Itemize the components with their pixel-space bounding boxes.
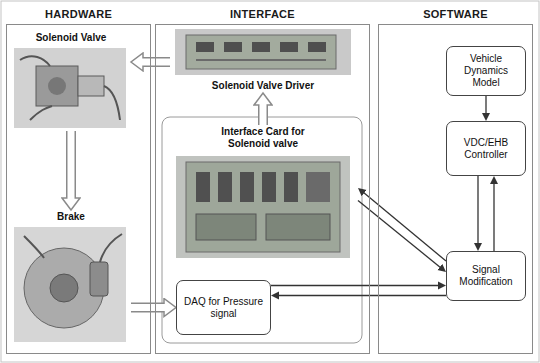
driver-photo	[175, 29, 351, 75]
connector-arrow	[364, 193, 446, 261]
node-label: DAQ for Pressure signal	[180, 296, 267, 320]
chip	[284, 172, 298, 202]
chip	[196, 172, 210, 202]
process-box: VDC/EHB Controller	[446, 121, 526, 176]
arrow-line	[358, 201, 440, 267]
panel-heading: HARDWARE	[7, 8, 150, 21]
trace	[196, 59, 326, 61]
chip	[262, 172, 276, 202]
connector-arrow	[271, 285, 438, 286]
arrow-fill	[68, 131, 75, 200]
arrow-line	[364, 193, 446, 261]
brake-hub	[50, 274, 78, 302]
software-panel: SOFTWAREVehicle Dynamics ModelVDC/EHB Co…	[378, 24, 533, 354]
connector-arrow	[263, 104, 264, 126]
node-label: Signal Modification	[450, 264, 522, 288]
chip	[240, 172, 254, 202]
photo-ground	[175, 29, 351, 75]
circuit-board	[186, 35, 336, 69]
arrow-line	[477, 176, 478, 243]
panel-heading: INTERFACE	[156, 8, 369, 21]
interface-panel: INTERFACESolenoid Valve DriverInterface …	[155, 24, 370, 354]
component-photo-box: Solenoid Valve Driver	[170, 27, 356, 93]
chip	[218, 172, 232, 202]
arrow-line	[271, 285, 438, 286]
photo-ground	[14, 48, 126, 128]
card-photo	[176, 156, 350, 258]
process-box: Signal Modification	[446, 251, 526, 301]
chip	[196, 42, 214, 52]
connector-block	[306, 172, 330, 202]
component	[266, 214, 330, 240]
chip	[280, 42, 298, 52]
connector-arrow	[358, 201, 440, 267]
connector-arrow	[71, 131, 72, 200]
hose	[20, 56, 120, 120]
photo-ground	[14, 227, 126, 342]
component-photo-box: Solenoid Valve	[11, 31, 131, 131]
group-outline	[162, 117, 362, 343]
node-label: Solenoid Valve Driver	[212, 79, 314, 93]
component	[196, 214, 256, 240]
chip	[224, 42, 242, 52]
panel-heading: SOFTWARE	[379, 8, 532, 21]
arrow-line	[485, 96, 486, 113]
node-label: Brake	[57, 210, 85, 224]
node-label: VDC/EHB Controller	[450, 137, 522, 161]
node-label: Interface Card for Solenoid valve	[207, 125, 319, 151]
connector-arrow	[494, 184, 495, 251]
component-photo-box: Interface Card for Solenoid valve	[168, 125, 358, 265]
brake-photo	[14, 227, 126, 342]
valve-coil	[78, 76, 104, 96]
node-label: Vehicle Dynamics Model	[450, 53, 522, 89]
valve-body	[36, 66, 78, 106]
process-box: DAQ for Pressure signal	[176, 280, 271, 335]
process-box: Vehicle Dynamics Model	[446, 46, 526, 96]
photo-ground	[176, 156, 350, 258]
valve-photo	[14, 48, 126, 128]
connector-arrow	[279, 295, 446, 296]
hardware-panel: HARDWARESolenoid ValveBrake	[6, 24, 151, 354]
arrow-line	[493, 184, 494, 251]
arrow-fill	[131, 304, 166, 311]
chip	[308, 42, 326, 52]
brake-caliper	[90, 262, 108, 296]
arrow-fill	[260, 104, 267, 126]
chip	[252, 42, 270, 52]
connector-arrow	[486, 96, 487, 113]
connector-arrow	[478, 176, 479, 243]
circuit-board	[186, 162, 340, 252]
arrow-line	[279, 295, 446, 296]
valve-port	[48, 77, 66, 95]
connector-arrow	[131, 307, 166, 308]
component-photo-box: Brake	[11, 210, 131, 345]
node-label: Solenoid Valve	[36, 31, 107, 45]
wire	[24, 234, 122, 262]
